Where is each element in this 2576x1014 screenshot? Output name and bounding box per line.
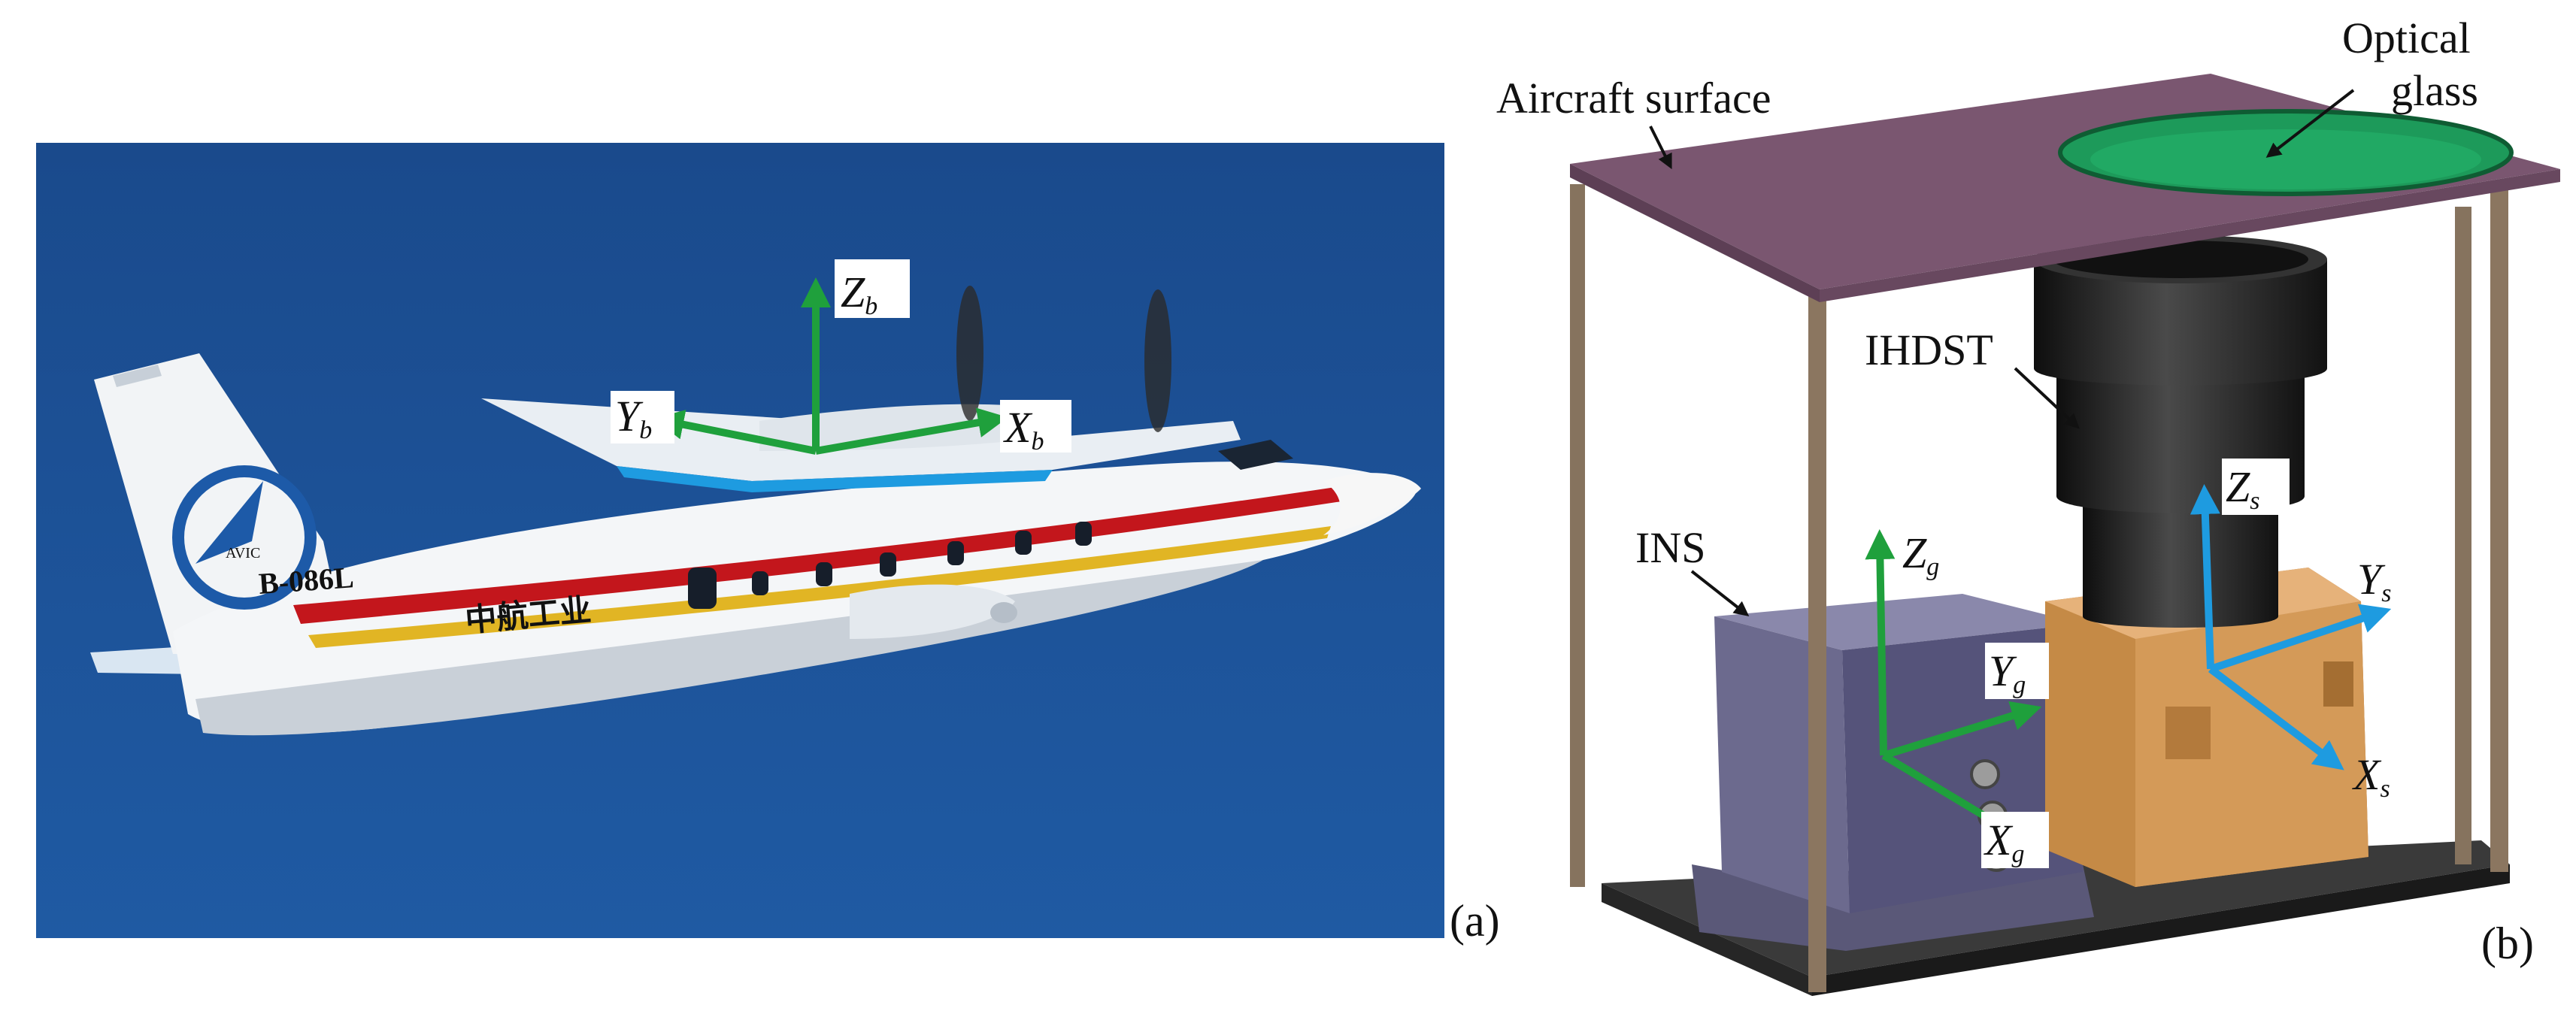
xb-label: Xb [1003,403,1044,456]
xs-label: Xs [2352,750,2390,803]
panel-b: Aircraft surface Optical glass IHDST INS… [1496,14,2560,996]
zg-arrow [1865,529,1896,756]
zs-arrow [2190,484,2220,670]
zb-label: Zb [841,268,877,320]
panel-a: AVIC B-086L 中航工业 Zb Yb Xb (a) [36,143,1500,946]
optical-glass-label-line2: glass [2391,66,2478,115]
panel-b-tag: (b) [2481,919,2534,968]
ins-frame-axes: Zg Yg Xg [1865,522,2049,868]
ihdst-camera [2034,235,2327,628]
body-frame-axes: Zb Yb Xb [611,259,1071,456]
aircraft-surface-plate [1570,74,2560,302]
panel-a-tag: (a) [1450,896,1500,946]
yg-arrow [1882,701,2042,759]
ys-label: Ys [2357,555,2392,607]
frame-post-front-left [1808,293,1826,992]
frame-post-back-left [1570,184,1585,887]
xg-label: Xg [1984,816,2024,868]
avic-logo: AVIC [172,465,317,610]
logo-text: AVIC [226,545,260,561]
yb-arrow [653,410,817,455]
optical-glass-label-line1: Optical [2342,14,2471,62]
ins-label: INS [1635,523,1705,572]
xs-arrow [2208,666,2344,770]
yb-label: Yb [615,392,652,444]
zs-label: Zs [2226,462,2260,515]
ys-arrow [2209,604,2392,673]
zg-label: Zg [1902,528,1939,581]
aircraft: AVIC B-086L 中航工业 [90,286,1421,736]
registration-text: B-086L [257,560,355,601]
xb-arrow [815,407,1008,455]
sensor-frame-axes: Zs Ys Xs [2190,459,2392,803]
yg-label: Yg [1989,646,2026,699]
ihdst-label: IHDST [1865,325,1993,374]
frame-post-back-right [2455,207,2471,864]
frame-post-front-right [2490,188,2508,872]
aircraft-surface-label: Aircraft surface [1496,74,1771,123]
